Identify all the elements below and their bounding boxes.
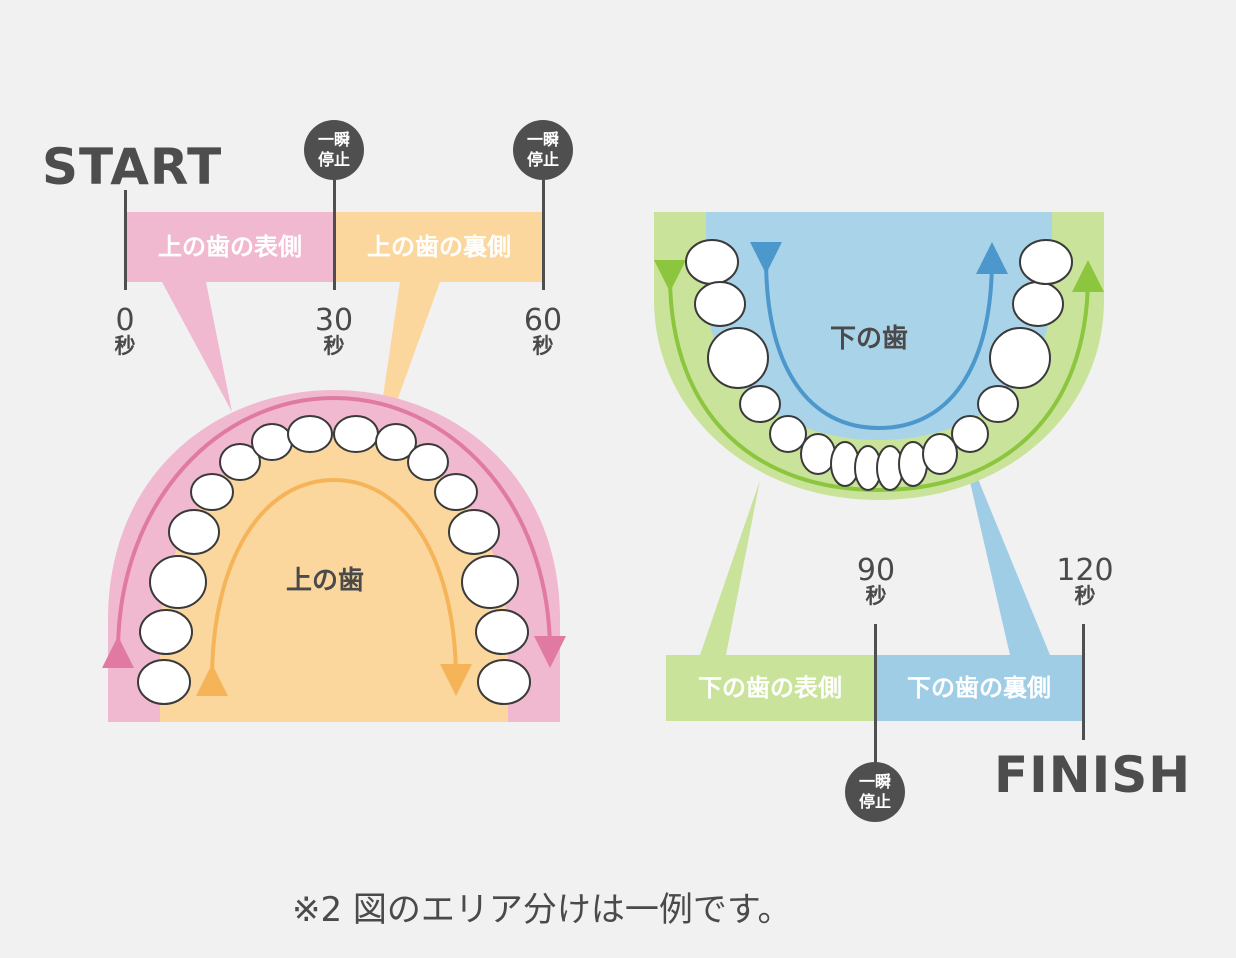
tick-label-90: 90 秒 <box>840 556 912 607</box>
upper-inner-band-label: 上の歯の裏側 <box>367 235 511 259</box>
upper-outer-band: 上の歯の表側 <box>126 212 334 282</box>
tick-label-60: 60 秒 <box>507 306 579 357</box>
upper-outer-band-label: 上の歯の表側 <box>158 235 302 259</box>
lower-inner-band: 下の歯の裏側 <box>874 655 1084 721</box>
upper-jaw-label: 上の歯 <box>286 560 364 597</box>
start-label: START <box>42 142 222 192</box>
lower-inner-band-label: 下の歯の裏側 <box>907 676 1051 700</box>
tick-label-0: 0 秒 <box>95 306 155 357</box>
finish-label: FINISH <box>994 750 1191 800</box>
lower-jaw-label: 下の歯 <box>830 318 908 355</box>
lower-outer-callout <box>700 480 760 655</box>
lower-outer-band: 下の歯の表側 <box>666 655 874 721</box>
upper-outer-callout <box>162 282 232 412</box>
tick-line-90 <box>874 624 877 774</box>
pause-badge-60: 一瞬 停止 <box>513 120 573 180</box>
tick-label-120: 120 秒 <box>1040 556 1130 607</box>
pause-badge-30: 一瞬 停止 <box>304 120 364 180</box>
tick-line-60 <box>542 180 545 290</box>
tick-line-120 <box>1082 624 1085 740</box>
lower-outer-band-label: 下の歯の表側 <box>698 676 842 700</box>
tick-label-30: 30 秒 <box>298 306 370 357</box>
tick-line-30 <box>333 180 336 290</box>
pause-badge-90: 一瞬 停止 <box>845 762 905 822</box>
footnote: ※2 図のエリア分けは一例です。 <box>292 882 792 931</box>
tick-line-0 <box>124 190 127 290</box>
upper-inner-band: 上の歯の裏側 <box>334 212 544 282</box>
